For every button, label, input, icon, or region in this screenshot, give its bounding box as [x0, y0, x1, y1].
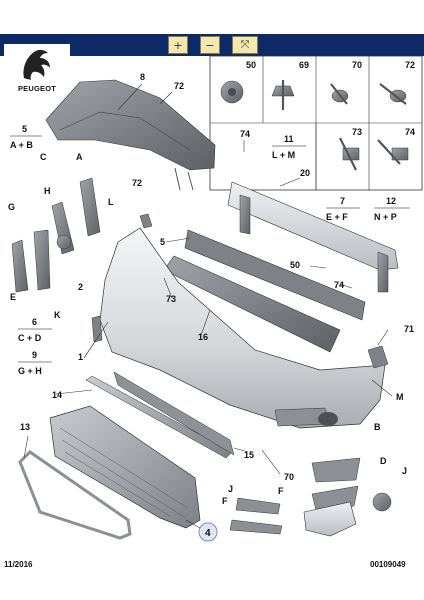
trim-M [235, 497, 281, 515]
group-labels: 5 A + B 6 C + D 9 G + H 11 L + M 7 E + F… [10, 124, 410, 376]
group-7-letters: E + F [326, 212, 348, 222]
brand-name: PEUGEOT [17, 84, 57, 93]
table-cell-50: 50 [246, 60, 256, 70]
callout-N: L [108, 197, 114, 207]
group-11-letters: L + M [272, 150, 295, 160]
group-6-number: 6 [32, 317, 37, 327]
callout-74-right: 74 [334, 280, 344, 290]
fastener-69 [271, 80, 295, 110]
grille-strip-15 [113, 371, 235, 456]
table-cell-73: 73 [352, 127, 362, 137]
table-cell-69: 69 [299, 60, 309, 70]
fog-housing-G [303, 501, 357, 537]
group-7-number: 7 [340, 196, 345, 206]
callout-B: B [374, 422, 381, 432]
fastener-table-labels: 50 69 70 72 73 74 [246, 60, 415, 137]
group-5-number: 5 [22, 124, 27, 134]
bumper-cover-1 [99, 227, 386, 429]
callout-M: J [228, 484, 233, 494]
trim-F [229, 519, 283, 535]
group-11-number: 11 [284, 134, 294, 144]
callout-2: 2 [78, 282, 83, 292]
callout-labels: 8 72 74 72 20 L 5 50 73 74 16 2 71 M 1 1… [8, 72, 414, 506]
grille-frame-13 [18, 450, 132, 540]
brand-logo: PEUGEOT [4, 44, 70, 100]
fastener-72 [379, 83, 407, 105]
trim-B [311, 457, 361, 483]
group-6-letters: C + D [18, 333, 42, 343]
group-12-letters: N + P [374, 212, 397, 222]
absorber-3 [184, 229, 366, 321]
fastener-73 [339, 137, 360, 171]
group-5-letters: A + B [10, 140, 33, 150]
group-9-number: 9 [32, 350, 37, 360]
group-12-number: 12 [386, 196, 396, 206]
callout-14: 14 [52, 390, 62, 400]
leader-lines [23, 83, 393, 529]
clip-C [56, 234, 72, 250]
lower-absorber-16 [163, 255, 341, 353]
bracket-N [139, 213, 153, 229]
fastener-70 [330, 83, 349, 105]
fastener-50 [220, 80, 244, 104]
fastener-74 [377, 139, 409, 165]
callout-3: 5 [160, 237, 165, 247]
callout-16: 16 [198, 332, 208, 342]
reinforcement-beam-20 [227, 181, 399, 271]
callout-P: M [396, 392, 404, 402]
bracket-E [11, 239, 29, 293]
fastener-table [209, 55, 423, 191]
lion-icon [23, 49, 50, 80]
top-bar [0, 0, 424, 30]
callout-A: A [76, 152, 83, 162]
callout-73: 73 [166, 294, 176, 304]
svg-text:4: 4 [205, 528, 211, 539]
bracket-2 [91, 315, 103, 343]
upper-panel-8 [45, 79, 216, 171]
callout-70: 70 [284, 472, 294, 482]
zoom-in-button[interactable]: + [168, 36, 188, 54]
bracket-H [33, 229, 51, 291]
callout-H: G [8, 202, 15, 212]
callout-72-left: 72 [132, 178, 142, 188]
footer-ref: 00109049 [370, 560, 406, 569]
callout-J: H [44, 186, 51, 196]
callout-E: E [10, 292, 16, 302]
table-cell-74: 74 [405, 127, 415, 137]
zoom-out-button[interactable]: − [200, 36, 220, 54]
callout-20: 20 [300, 168, 310, 178]
callout-L: K [54, 310, 61, 320]
callout-G: F [278, 486, 284, 496]
callout-1: 1 [78, 352, 83, 362]
callout-C: C [40, 152, 47, 162]
bracket-A [79, 177, 101, 237]
table-cell-72: 72 [405, 60, 415, 70]
callout-72-right: 71 [404, 324, 414, 334]
cap-K [372, 492, 392, 512]
zoom-in-icon: + [173, 38, 183, 52]
table-cell-70: 70 [352, 60, 362, 70]
footer-date: 11/2016 [4, 560, 33, 569]
zoom-move-button[interactable]: ⤧ [232, 36, 258, 54]
zoom-out-icon: − [205, 38, 215, 52]
callout-13: 13 [20, 422, 30, 432]
callout-50: 50 [290, 260, 300, 270]
callout-4: 4 [198, 522, 218, 542]
callout-F: F [222, 496, 228, 506]
bracket-P [367, 345, 389, 369]
callout-D: D [380, 456, 387, 466]
callout-K: J [402, 466, 407, 476]
callout-74-top: 74 [240, 129, 250, 139]
callout-15: 15 [244, 450, 254, 460]
callout-8: 8 [140, 72, 145, 82]
group-9-letters: G + H [18, 366, 42, 376]
zoom-move-icon: ⤧ [240, 38, 250, 51]
callout-71: 72 [174, 81, 184, 91]
